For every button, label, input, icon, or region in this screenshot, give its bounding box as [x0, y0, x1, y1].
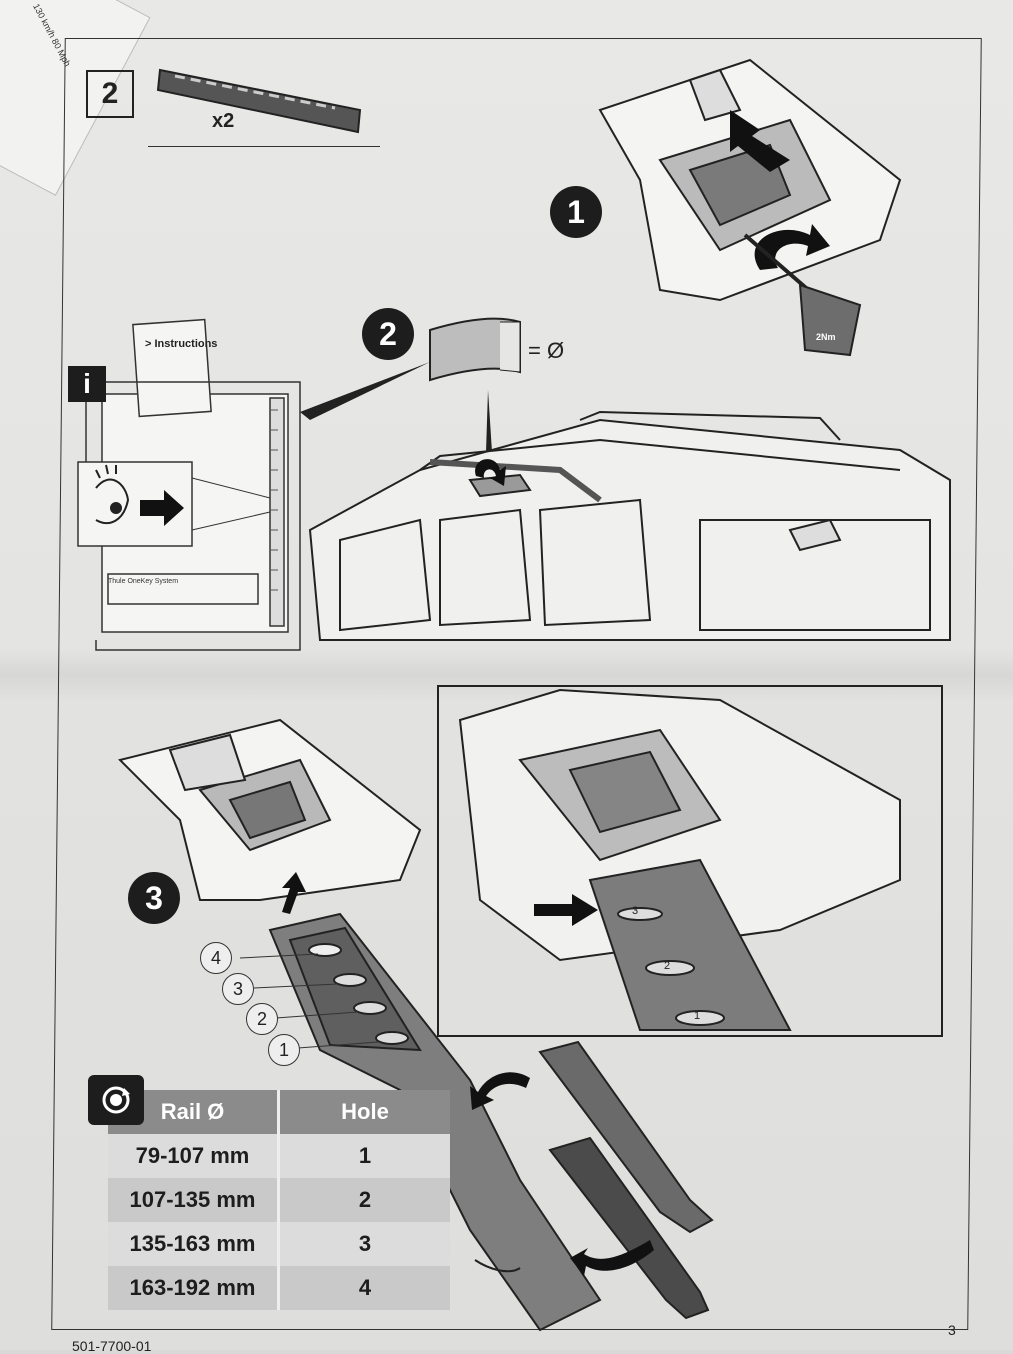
- rail-range: 107-135 mm: [108, 1178, 279, 1222]
- inset-arrow-right-icon: [534, 894, 598, 926]
- rail-range: 79-107 mm: [108, 1134, 279, 1178]
- manual-system-label: Thule OneKey System: [108, 578, 179, 585]
- info-icon: i: [68, 366, 106, 402]
- hole-callout-1: 1: [268, 1034, 300, 1066]
- rack-foot-top: [598, 58, 902, 302]
- car-illustration: [308, 410, 951, 641]
- table-row: 135-163 mm 3: [108, 1222, 450, 1266]
- inset-hole-label-2: 2: [664, 960, 671, 972]
- document-code: 501-7700-01: [72, 1338, 152, 1354]
- torque-label: 2Nm: [816, 332, 836, 342]
- inset-foot-detail: [458, 688, 901, 1031]
- table-row: 107-135 mm 2: [108, 1178, 450, 1222]
- rail-range: 163-192 mm: [108, 1266, 279, 1310]
- table-row: 163-192 mm 4: [108, 1266, 450, 1310]
- hole-callout-4: 4: [200, 942, 232, 974]
- step-2-badge: 2: [362, 308, 414, 360]
- table-row: 79-107 mm 1: [108, 1134, 450, 1178]
- key-icon: [743, 233, 862, 357]
- eye-icon: [95, 464, 130, 525]
- hole-number: 2: [277, 1178, 450, 1222]
- quantity-label: x2: [212, 110, 235, 132]
- arrow-down-icon: [730, 110, 790, 172]
- tape-wrap-arrow-icon: [475, 459, 506, 486]
- step-1-badge: 1: [550, 186, 602, 238]
- curved-arrow-bottom-icon: [570, 1240, 654, 1276]
- rail-range: 135-163 mm: [108, 1222, 279, 1266]
- diameter-equals-label: = Ø: [528, 338, 565, 363]
- spare-straps: [538, 1040, 714, 1320]
- step-number-box: 2: [86, 70, 134, 118]
- strap-part-icon: [156, 68, 362, 134]
- manual-instructions-label: > Instructions: [145, 338, 218, 350]
- inset-hole-label-3: 3: [632, 905, 639, 917]
- hole-number: 4: [277, 1266, 450, 1310]
- inset-frame: [437, 685, 943, 1037]
- quantity-divider: [148, 146, 380, 147]
- hole-number: 1: [277, 1134, 450, 1178]
- rotate-icon: [88, 1075, 144, 1125]
- measuring-tape-icon: [429, 317, 521, 382]
- table-header-hole: Hole: [277, 1090, 450, 1134]
- arrow-up-icon: [282, 872, 306, 914]
- hole-number: 3: [277, 1222, 450, 1266]
- arrow-right-icon: [140, 490, 184, 526]
- curved-arrow-icon: [470, 1072, 530, 1110]
- rack-foot-bottom-left: [118, 718, 422, 901]
- hole-callout-2: 2: [246, 1003, 278, 1035]
- eye-box: [77, 461, 193, 547]
- inset-hole-label-1: 1: [694, 1010, 701, 1022]
- step-3-badge: 3: [128, 872, 180, 924]
- hole-size-table: Rail Ø Hole 79-107 mm 1 107-135 mm 2 135…: [108, 1090, 450, 1310]
- hole-callout-3: 3: [222, 973, 254, 1005]
- page-number: 3: [948, 1322, 956, 1338]
